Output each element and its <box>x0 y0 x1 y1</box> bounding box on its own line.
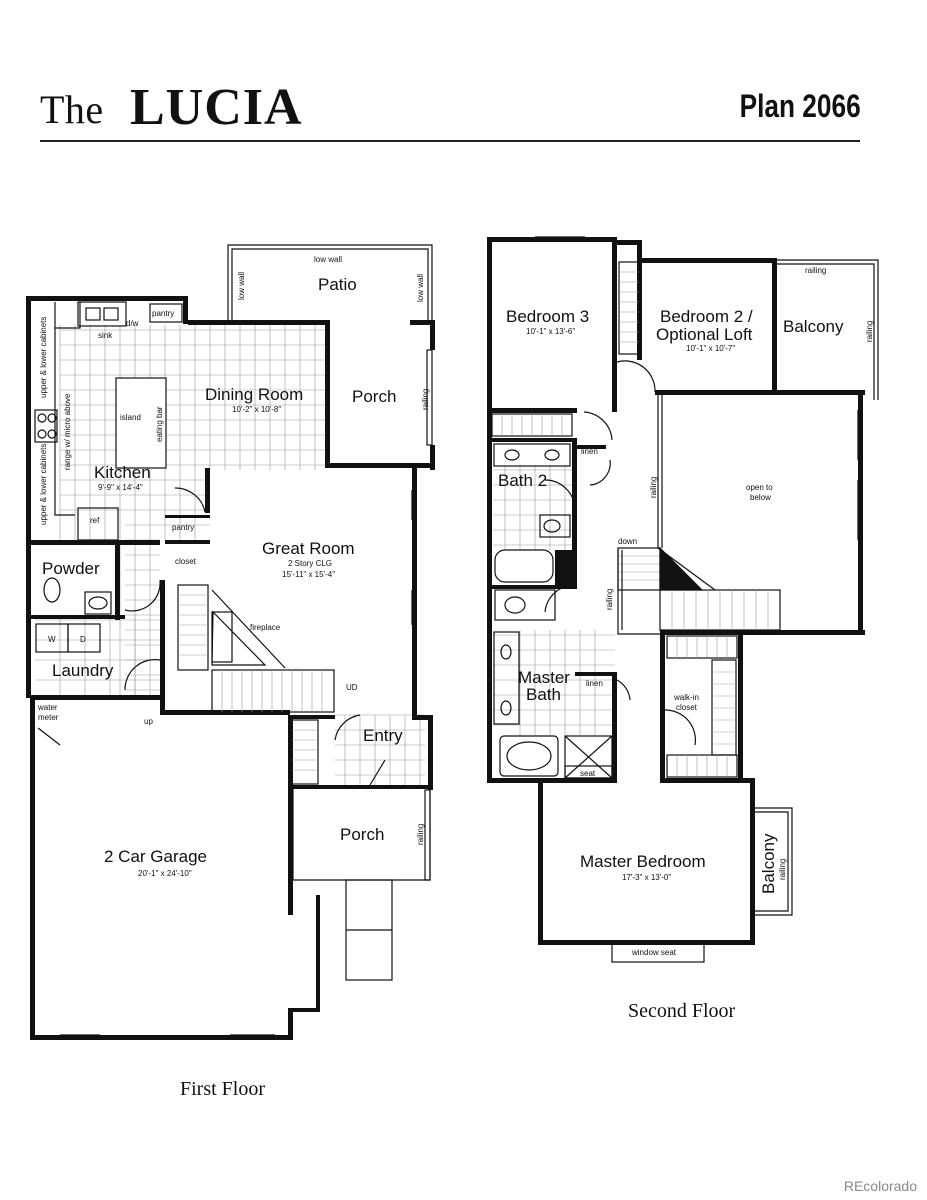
bath-2-label: Bath 2 <box>498 471 547 490</box>
second-floor-walls <box>487 237 865 945</box>
bedroom-3-dimensions: 10'-1" x 13'-6" <box>526 327 575 336</box>
front-porch-railing-note: railing <box>416 824 425 845</box>
pantry-note: pantry <box>172 523 194 532</box>
master-bath-label-line-1: Master <box>518 668 570 687</box>
patio-low-wall-right-note: low wall <box>416 274 425 302</box>
great-room-dimensions: 15'-11" x 15'-4" <box>282 570 335 579</box>
first-floor-caption: First Floor <box>180 1078 266 1100</box>
first-floor-windows <box>60 490 417 1040</box>
fireplace <box>211 611 233 663</box>
laundry-tile-grid <box>35 615 160 695</box>
dishwasher-note: d/w <box>126 319 139 328</box>
top-balcony-railing-side-note: railing <box>865 321 874 342</box>
front-porch <box>292 789 431 981</box>
bedroom-2-dimensions: 10'-1" x 10'-7" <box>686 344 735 353</box>
master-bedroom-label: Master Bedroom <box>580 852 706 871</box>
powder-fixtures <box>35 577 112 653</box>
lower-cabinets-note: upper & lower cabinets <box>39 444 48 525</box>
dining-room-dimensions: 10'-2" x 10'-8" <box>232 405 281 414</box>
first-floor-walls <box>26 296 435 1040</box>
second-floor-caption: Second Floor <box>628 1000 736 1022</box>
entry-label: Entry <box>363 726 403 745</box>
plan-number: Plan 2066 <box>739 88 861 124</box>
first-floor-doors <box>37 487 386 786</box>
master-bath-label-line-2: Bath <box>526 685 561 704</box>
top-balcony-railing-top-note: railing <box>805 266 826 275</box>
second-floor-bath-fixtures <box>493 443 613 779</box>
patio-low-wall-left-note: low wall <box>237 272 246 300</box>
walk-in-closet-line-1: walk-in <box>673 693 699 702</box>
hall-railing-note: railing <box>649 477 658 498</box>
fireplace-note: fireplace <box>250 623 281 632</box>
kitchen-counters <box>34 301 183 541</box>
bedroom-2-label-line-2: Optional Loft <box>656 325 753 344</box>
dining-room-label: Dining Room <box>205 385 303 404</box>
water-meter-note: meter <box>38 713 59 722</box>
title-prefix: The <box>40 87 104 132</box>
washer-note: W <box>48 635 56 644</box>
rear-porch-railing <box>426 349 433 446</box>
garage-label: 2 Car Garage <box>104 847 207 866</box>
open-to-below-line-2: below <box>750 493 771 502</box>
window-seat-note: window seat <box>631 948 677 957</box>
title-name: LUCIA <box>130 79 303 136</box>
stair-down-note: down <box>618 537 637 546</box>
window-seat <box>611 943 705 963</box>
second-floor-plan: Bedroom 3 10'-1" x 13'-6" Bedroom 2 / Op… <box>487 236 879 963</box>
powder-label: Powder <box>42 559 100 578</box>
stair-railing-note: railing <box>605 589 614 610</box>
second-floor-stairs <box>617 395 781 635</box>
patio-low-wall-top-note: low wall <box>314 255 342 264</box>
kitchen-tile-grid <box>59 325 325 700</box>
sink-note: sink <box>98 331 113 340</box>
bedroom-2-label-line-1: Bedroom 2 / <box>660 307 753 326</box>
second-floor-windows <box>535 236 863 540</box>
side-balcony-label: Balcony <box>759 833 778 894</box>
patio-label: Patio <box>318 275 357 294</box>
bath-tile-grids <box>493 465 615 735</box>
shower-seat-note: seat <box>580 769 596 778</box>
linen-bottom-note: linen <box>586 679 603 688</box>
kitchen-dimensions: 9'-9" x 14'-4" <box>98 483 143 492</box>
closet-note: closet <box>175 557 197 566</box>
refrigerator-note: ref <box>90 516 100 525</box>
watermark: REcolorado <box>843 1178 917 1194</box>
up-note: up <box>144 717 153 726</box>
stair-up-down-note: UD <box>346 683 358 692</box>
bedroom-3-label: Bedroom 3 <box>506 307 589 326</box>
top-balcony-label: Balcony <box>783 317 844 336</box>
first-floor-stairs <box>177 584 335 785</box>
open-to-below-line-1: open to <box>746 483 773 492</box>
walk-in-closet-line-2: closet <box>676 703 698 712</box>
laundry-label: Laundry <box>52 661 114 680</box>
top-balcony-railing <box>777 259 879 400</box>
front-porch-label: Porch <box>340 825 384 844</box>
upper-cabinets-note: upper & lower cabinets <box>39 317 48 398</box>
rear-porch-label: Porch <box>352 387 396 406</box>
master-bedroom-dimensions: 17'-3" x 13'-0" <box>622 873 671 882</box>
second-floor-doors <box>544 360 697 746</box>
side-balcony-railing-note: railing <box>778 859 787 880</box>
patio-low-wall <box>227 244 433 325</box>
great-room-ceiling-note: 2 Story CLG <box>288 559 332 568</box>
island-note: island <box>120 413 141 422</box>
garage-dimensions: 20'-1" x 24'-10" <box>138 869 192 878</box>
water-meter-note-1: water <box>37 703 58 712</box>
eating-bar-note: eating bar <box>155 406 164 442</box>
dryer-note: D <box>80 635 86 644</box>
great-room-label: Great Room <box>262 539 355 558</box>
entry-tile-grid <box>335 714 425 785</box>
second-floor-closets <box>491 261 738 778</box>
side-balcony-railing <box>755 807 793 916</box>
range-note: range w/ micro above <box>63 393 72 470</box>
pantry-top-note: pantry <box>152 309 174 318</box>
title-divider <box>40 140 860 142</box>
first-floor-plan: Patio low wall low wall low wall Dining … <box>26 244 435 1040</box>
linen-top-note: linen <box>581 447 598 456</box>
rear-porch-railing-note: railing <box>421 389 430 410</box>
kitchen-label: Kitchen <box>94 463 151 482</box>
